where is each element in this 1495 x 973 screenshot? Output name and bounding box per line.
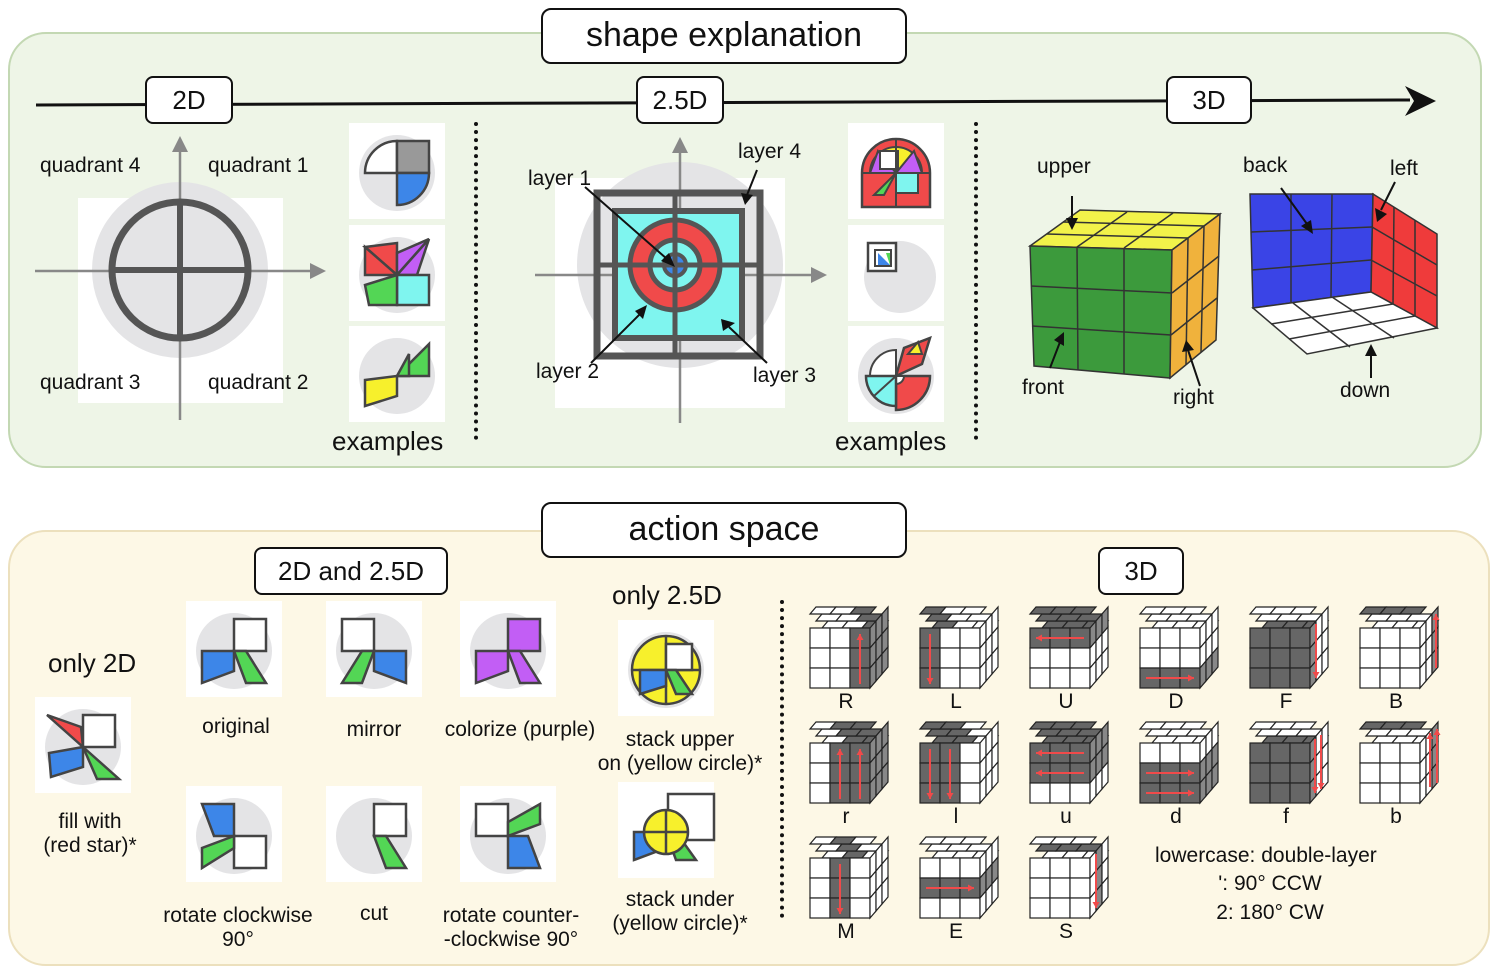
- quadrant-3-label: quadrant 3: [40, 371, 141, 394]
- cube-back-view: [1249, 181, 1440, 378]
- cube-move-label: B: [1388, 690, 1403, 713]
- layer-2-label: layer 2: [536, 360, 600, 383]
- face-right-label: right: [1173, 386, 1214, 409]
- cube-move-label: d: [1170, 805, 1182, 828]
- examples-label-2d: examples: [332, 426, 444, 456]
- cube-move-2-l: [918, 720, 1000, 805]
- cube-move-label: S: [1058, 920, 1073, 943]
- layer-diagram: [535, 137, 827, 423]
- quadrant-4-label: quadrant 4: [40, 154, 141, 177]
- example-25d-shape-2: [848, 225, 944, 321]
- cube-move-3-E: [918, 835, 1000, 920]
- example-2d-shape-3: [349, 326, 445, 422]
- op-rotate-cw-icon: [186, 786, 282, 882]
- op-stack-under-icon: [618, 782, 716, 878]
- cube-move-1-B: [1358, 605, 1440, 690]
- op-original-icon: [186, 601, 282, 697]
- op-colorize-label: colorize (purple): [444, 718, 596, 741]
- example-25d-shape-3: [848, 326, 944, 422]
- cube-move-3-M: [808, 835, 890, 920]
- quadrant-1-label: quadrant 1: [208, 154, 309, 177]
- cube-move-label: L: [950, 690, 962, 713]
- face-left-label: left: [1390, 157, 1419, 180]
- divider-dotted-1: [474, 122, 478, 440]
- cube-move-label: r: [842, 805, 850, 828]
- cube-move-1-R: [808, 605, 890, 690]
- group-label-3d: 3D: [1098, 547, 1184, 595]
- cube-move-2-d: [1138, 720, 1220, 805]
- only-2d-label: only 2D: [48, 648, 137, 678]
- examples-label-25d: examples: [835, 426, 947, 456]
- op-mirror-label: mirror: [346, 718, 402, 741]
- fill-with-icon: [35, 697, 131, 793]
- cube-move-label: U: [1058, 690, 1074, 713]
- op-rotate-ccw-icon: [460, 786, 556, 882]
- fill-with-label: fill with (red star)*: [43, 810, 137, 857]
- example-2d-shape-1: [349, 123, 445, 219]
- cube-move-label: b: [1390, 805, 1402, 828]
- layer-4-label: layer 4: [738, 140, 802, 163]
- op-original-label: original: [202, 715, 270, 738]
- face-upper-label: upper: [1037, 155, 1091, 178]
- face-back-label: back: [1243, 154, 1288, 177]
- divider-dotted-2: [974, 122, 978, 440]
- cube-move-1-U: [1028, 605, 1110, 690]
- action-space-title: action space: [541, 502, 907, 558]
- op-rotate-cw-label: rotate clockwise 90°: [163, 904, 313, 951]
- shape-explanation-title: shape explanation: [541, 8, 907, 64]
- quadrant-2-label: quadrant 2: [208, 371, 309, 394]
- cube-move-label: F: [1279, 690, 1293, 713]
- note-ccw: ': 90° CCW: [1218, 872, 1322, 895]
- divider-dotted-3: [780, 600, 784, 918]
- cube-move-2-u: [1028, 720, 1110, 805]
- quadrant-diagram: [35, 136, 326, 420]
- axis-label-25d: 2.5D: [636, 76, 724, 124]
- op-stack-under-label: stack under (yellow circle)*: [612, 888, 748, 935]
- cube-front-view: [1027, 196, 1223, 387]
- op-stack-upper-icon: [618, 620, 714, 716]
- example-25d-shape-1: [848, 123, 944, 219]
- op-colorize-icon: [460, 601, 556, 697]
- cube-move-3-S: [1028, 835, 1110, 920]
- face-down-label: down: [1340, 379, 1391, 402]
- cube-move-label: D: [1168, 690, 1184, 713]
- op-cut-icon: [326, 786, 422, 882]
- cube-move-1-F: [1248, 605, 1330, 690]
- cube-move-label: E: [948, 920, 963, 943]
- note-lowercase: lowercase: double-layer: [1155, 844, 1377, 867]
- cube-move-label: f: [1283, 805, 1289, 828]
- cube-move-label: R: [838, 690, 854, 713]
- op-rotate-ccw-label: rotate counter- -clockwise 90°: [442, 904, 580, 951]
- group-label-2d-25d: 2D and 2.5D: [254, 547, 448, 595]
- op-mirror-icon: [326, 601, 422, 697]
- example-2d-shape-2: [349, 225, 445, 321]
- cube-move-label: M: [837, 920, 855, 943]
- note-180: 2: 180° CW: [1216, 901, 1324, 924]
- cube-move-1-D: [1138, 605, 1220, 690]
- axis-label-2d: 2D: [145, 76, 233, 124]
- cube-move-2-r: [808, 720, 890, 805]
- cube-move-2-f: [1248, 720, 1330, 805]
- cube-move-label: u: [1060, 805, 1072, 828]
- op-cut-label: cut: [359, 902, 388, 925]
- layer-3-label: layer 3: [753, 364, 817, 387]
- layer-1-label: layer 1: [528, 167, 592, 190]
- only-25d-label: only 2.5D: [612, 580, 722, 610]
- face-front-label: front: [1022, 376, 1065, 399]
- cube-move-label: l: [953, 805, 959, 828]
- op-stack-upper-label: stack upper on (yellow circle)*: [597, 728, 763, 775]
- cube-move-1-L: [918, 605, 1000, 690]
- cube-move-2-b: [1358, 720, 1441, 805]
- axis-label-3d: 3D: [1166, 76, 1252, 124]
